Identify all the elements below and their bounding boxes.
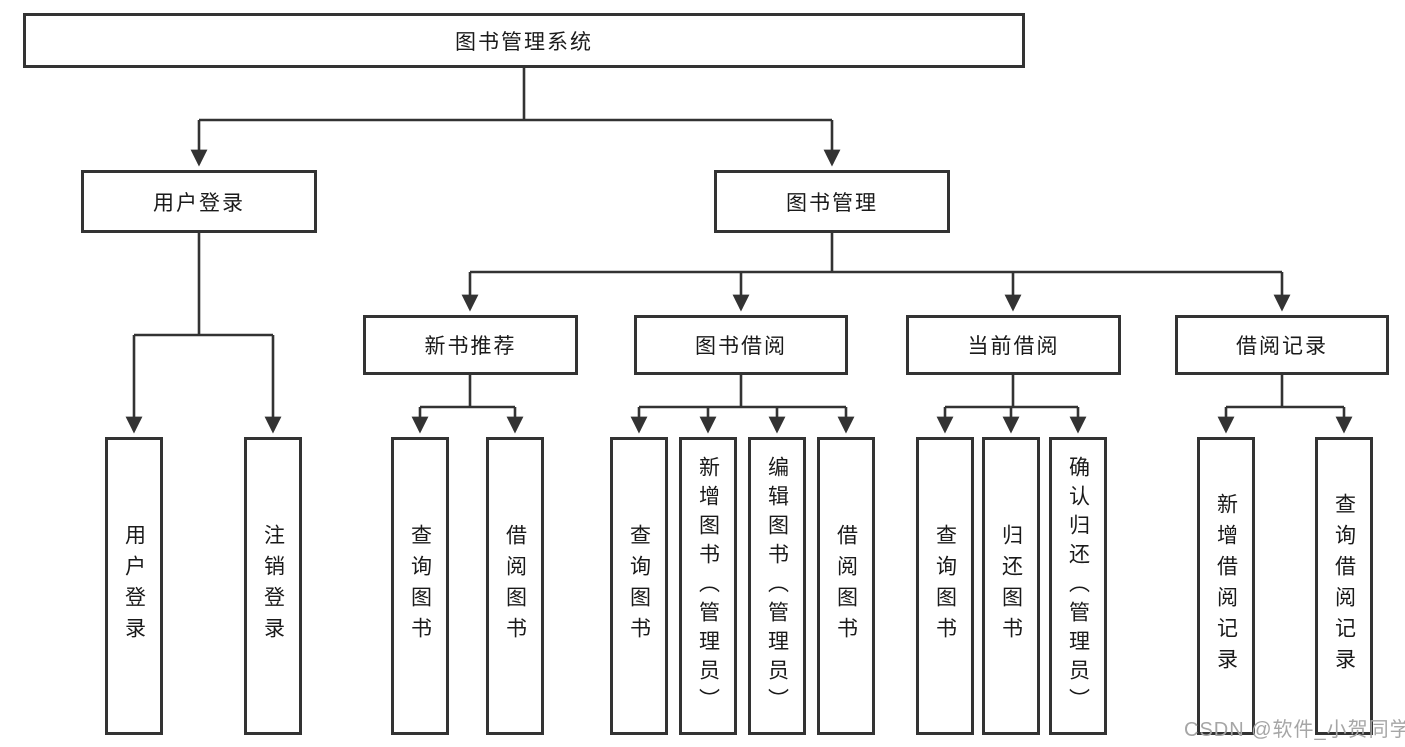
leaf-borrow-books: 借阅图书 [817,437,875,735]
leaf-user-login: 用户登录 [105,437,163,735]
node-current-borrow: 当前借阅 [906,315,1121,375]
leaf-return-books: 归还图书 [982,437,1040,735]
node-book-management: 图书管理 [714,170,950,233]
leaf-add-borrow-record: 新增借阅记录 [1197,437,1255,735]
leaf-confirm-return-admin: 确认归还（管理员） [1049,437,1107,735]
leaf-query-borrow-record: 查询借阅记录 [1315,437,1373,735]
leaf-add-book-admin: 新增图书（管理员） [679,437,737,735]
leaf-edit-book-admin: 编辑图书（管理员） [748,437,806,735]
node-library-system: 图书管理系统 [23,13,1025,68]
watermark-text: CSDN @软件_小贺同学 [1184,719,1405,741]
leaf-query-books-borrow: 查询图书 [610,437,668,735]
leaf-query-books-current: 查询图书 [916,437,974,735]
node-new-book-recommend: 新书推荐 [363,315,578,375]
node-borrow-records: 借阅记录 [1175,315,1389,375]
node-book-borrow: 图书借阅 [634,315,848,375]
node-user-login: 用户登录 [81,170,317,233]
leaf-borrow-books-recommend: 借阅图书 [486,437,544,735]
leaf-query-books-recommend: 查询图书 [391,437,449,735]
leaf-logout: 注销登录 [244,437,302,735]
